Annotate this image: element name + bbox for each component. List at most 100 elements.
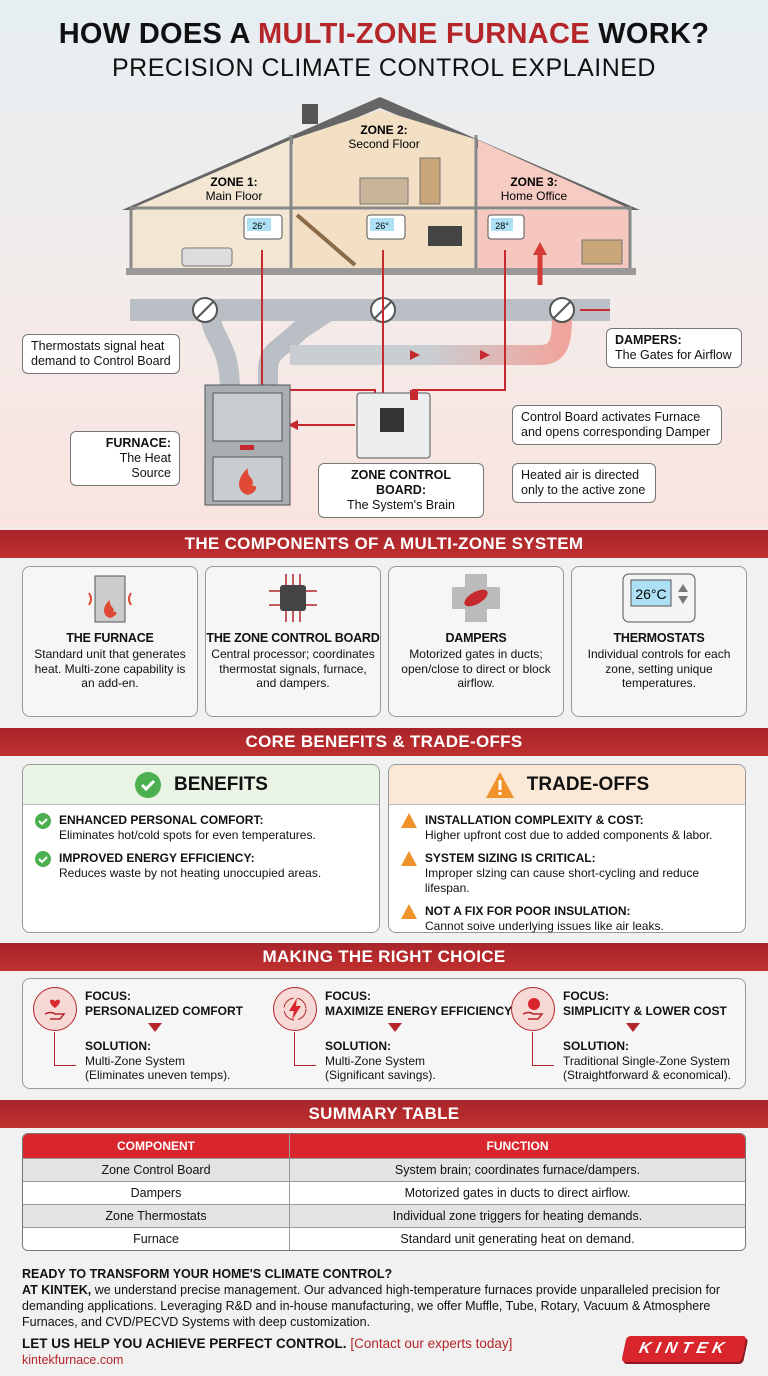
thermostat-zone3: 28°: [487, 214, 525, 240]
stairs-icon: [295, 213, 357, 267]
focus-label: FOCUS:: [85, 989, 131, 1003]
solution-value: Multi-Zone System: [85, 1053, 186, 1068]
card-title: THERMOSTATS: [613, 631, 705, 645]
page-subtitle: PRECISION CLIMATE CONTROL EXPLAINED: [112, 54, 656, 82]
callout-text: The System's Brain: [347, 498, 455, 512]
down-triangle-icon: [148, 1023, 162, 1032]
solution-label: SOLUTION:: [85, 1039, 151, 1053]
tradeoffs-header: TRADE-OFFS: [389, 765, 745, 805]
thermostat-zone2: 26°: [366, 214, 406, 240]
title-part: HOW DOES A: [58, 18, 259, 50]
circuit-chip-icon: [206, 567, 380, 629]
connector-arrow: [532, 1032, 554, 1066]
footer-lead: AT KINTEK,: [22, 1283, 92, 1297]
check-circle-icon: [135, 771, 162, 798]
tradeoff-item: SYSTEM SIZING IS CRITICAL:Improper slzin…: [401, 851, 745, 896]
benefits-header: BENEFITS: [23, 765, 379, 805]
tradeoff-item: INSTALLATION COMPLEXITY & COST:Higher up…: [401, 813, 745, 843]
furnace-unit: [204, 384, 291, 506]
return-duct: [200, 309, 240, 391]
website-link[interactable]: kintekfurnace.com: [22, 1353, 124, 1367]
callout-title: ZONE CONTROL BOARD:: [351, 468, 451, 497]
footer-cta: LET US HELP YOU ACHIEVE PERFECT CONTROL.: [22, 1336, 347, 1351]
desk-icon: [581, 239, 623, 265]
choice-comfort: FOCUS:PERSONALIZED COMFORT SOLUTION:Mult…: [23, 985, 263, 1085]
zone2-name: Second Floor: [348, 137, 419, 151]
focus-label: FOCUS:: [563, 989, 609, 1003]
kintek-logo: KINTEK: [621, 1336, 747, 1362]
warning-icon: [401, 851, 417, 866]
benefit-item: IMPROVED ENERGY EFFICIENCY:Reduces waste…: [35, 851, 379, 881]
footer: READY TO TRANSFORM YOUR HOME'S CLIMATE C…: [22, 1266, 746, 1368]
section-heading-components: THE COMPONENTS OF A MULTI-ZONE SYSTEM: [0, 530, 768, 558]
tradeoff-title: SYSTEM SIZING IS CRITICAL:: [424, 851, 596, 865]
sofa-icon: [181, 247, 233, 267]
arrow-head-icon: [533, 242, 547, 255]
benefit-text: Eliminates hot/cold spots for even tempe…: [59, 828, 316, 842]
chimney: [302, 104, 318, 124]
page-title: HOW DOES A MULTI-ZONE FURNACE WORK?: [0, 18, 768, 51]
card-text: Motorized gates in ducts; open/close to …: [401, 647, 551, 690]
benefit-text: Reduces waste by not heating unoccupied …: [59, 866, 322, 880]
card-text: Central processor; coordinates thermosta…: [211, 647, 375, 690]
zone1-temp: 26°: [252, 221, 266, 231]
callout-dampers: DAMPERS:The Gates for Airflow: [606, 328, 742, 368]
foundation: [126, 268, 636, 275]
table-cell: Standard unit generating heat on demand.: [290, 1227, 745, 1250]
connector-arrow: [54, 1032, 76, 1066]
flame-icon: [239, 468, 257, 495]
card-title: THE ZONE CONTROL BOARD: [206, 631, 380, 645]
column-header: FUNCTION: [290, 1134, 745, 1158]
choice-panel: FOCUS:PERSONALIZED COMFORT SOLUTION:Mult…: [22, 978, 746, 1089]
zone3-title: ZONE 3:: [510, 175, 557, 189]
contact-link[interactable]: [Contact our experts today]: [350, 1336, 513, 1351]
benefits-panel: BENEFITS ENHANCED PERSONAL COMFORT:Elimi…: [22, 764, 380, 933]
focus-value: SIMPLICITY & LOWER COST: [563, 1004, 727, 1018]
section-heading-benefits: CORE BENEFITS & TRADE-OFFS: [0, 728, 768, 756]
tradeoff-title: INSTALLATION COMPLEXITY & COST:: [425, 813, 644, 827]
thermostat-icon: 26°C: [572, 567, 746, 629]
coin-hand-icon: [511, 987, 555, 1031]
arrow-head-icon: [288, 420, 298, 430]
heart-hand-icon: [33, 987, 77, 1031]
table-cell: Dampers: [23, 1181, 290, 1204]
down-triangle-icon: [626, 1023, 640, 1032]
zone-control-board: [356, 390, 431, 459]
tradeoff-text: Improper slzing can cause short-cycling …: [424, 866, 700, 895]
tradeoff-title: NOT A FIX FOR POOR INSULATION:: [425, 904, 631, 918]
bed-icon: [359, 177, 409, 205]
callout-text: The Gates for Airflow: [615, 348, 732, 362]
door-icon: [419, 157, 441, 205]
solution-note: (Eliminates uneven temps).: [85, 1068, 231, 1082]
footer-heading: READY TO TRANSFORM YOUR HOME'S CLIMATE C…: [22, 1267, 393, 1281]
callout-furnace: FURNACE:The Heat Source: [70, 431, 180, 486]
solution-note: (Significant savings).: [325, 1068, 436, 1082]
table-cell: Zone Thermostats: [23, 1204, 290, 1227]
benefit-title: IMPROVED ENERGY EFFICIENCY:: [59, 851, 255, 865]
column-header: COMPONENT: [23, 1134, 290, 1158]
riser-duct: [258, 301, 336, 390]
callout-title: FURNACE:: [105, 436, 171, 450]
warning-icon: [485, 771, 514, 798]
zone2-temp: 26°: [375, 221, 389, 231]
callout-control-board: ZONE CONTROL BOARD:The System's Brain: [318, 463, 484, 518]
card-text: Individual controls for each zone, setti…: [587, 647, 731, 690]
zone2-title: ZONE 2:: [360, 123, 407, 137]
zone3-attic: [478, 140, 626, 207]
zone1-name: Main Floor: [206, 189, 263, 203]
airflow-arrows: [410, 350, 490, 360]
callout-activates: Control Board activates Furnace and open…: [512, 405, 722, 445]
focus-value: MAXIMIZE ENERGY EFFICIENCY: [325, 1004, 513, 1018]
title-accent: MULTI-ZONE FURNACE: [258, 18, 590, 50]
benefit-item: ENHANCED PERSONAL COMFORT:Eliminates hot…: [35, 813, 379, 843]
check-icon: [35, 813, 51, 829]
damper-icon: [389, 567, 563, 629]
solution-value: Traditional Single-Zone System: [563, 1053, 730, 1068]
table-cell: System brain; coordinates furnace/damper…: [290, 1158, 745, 1181]
tradeoffs-panel: TRADE-OFFS INSTALLATION COMPLEXITY & COS…: [388, 764, 746, 933]
